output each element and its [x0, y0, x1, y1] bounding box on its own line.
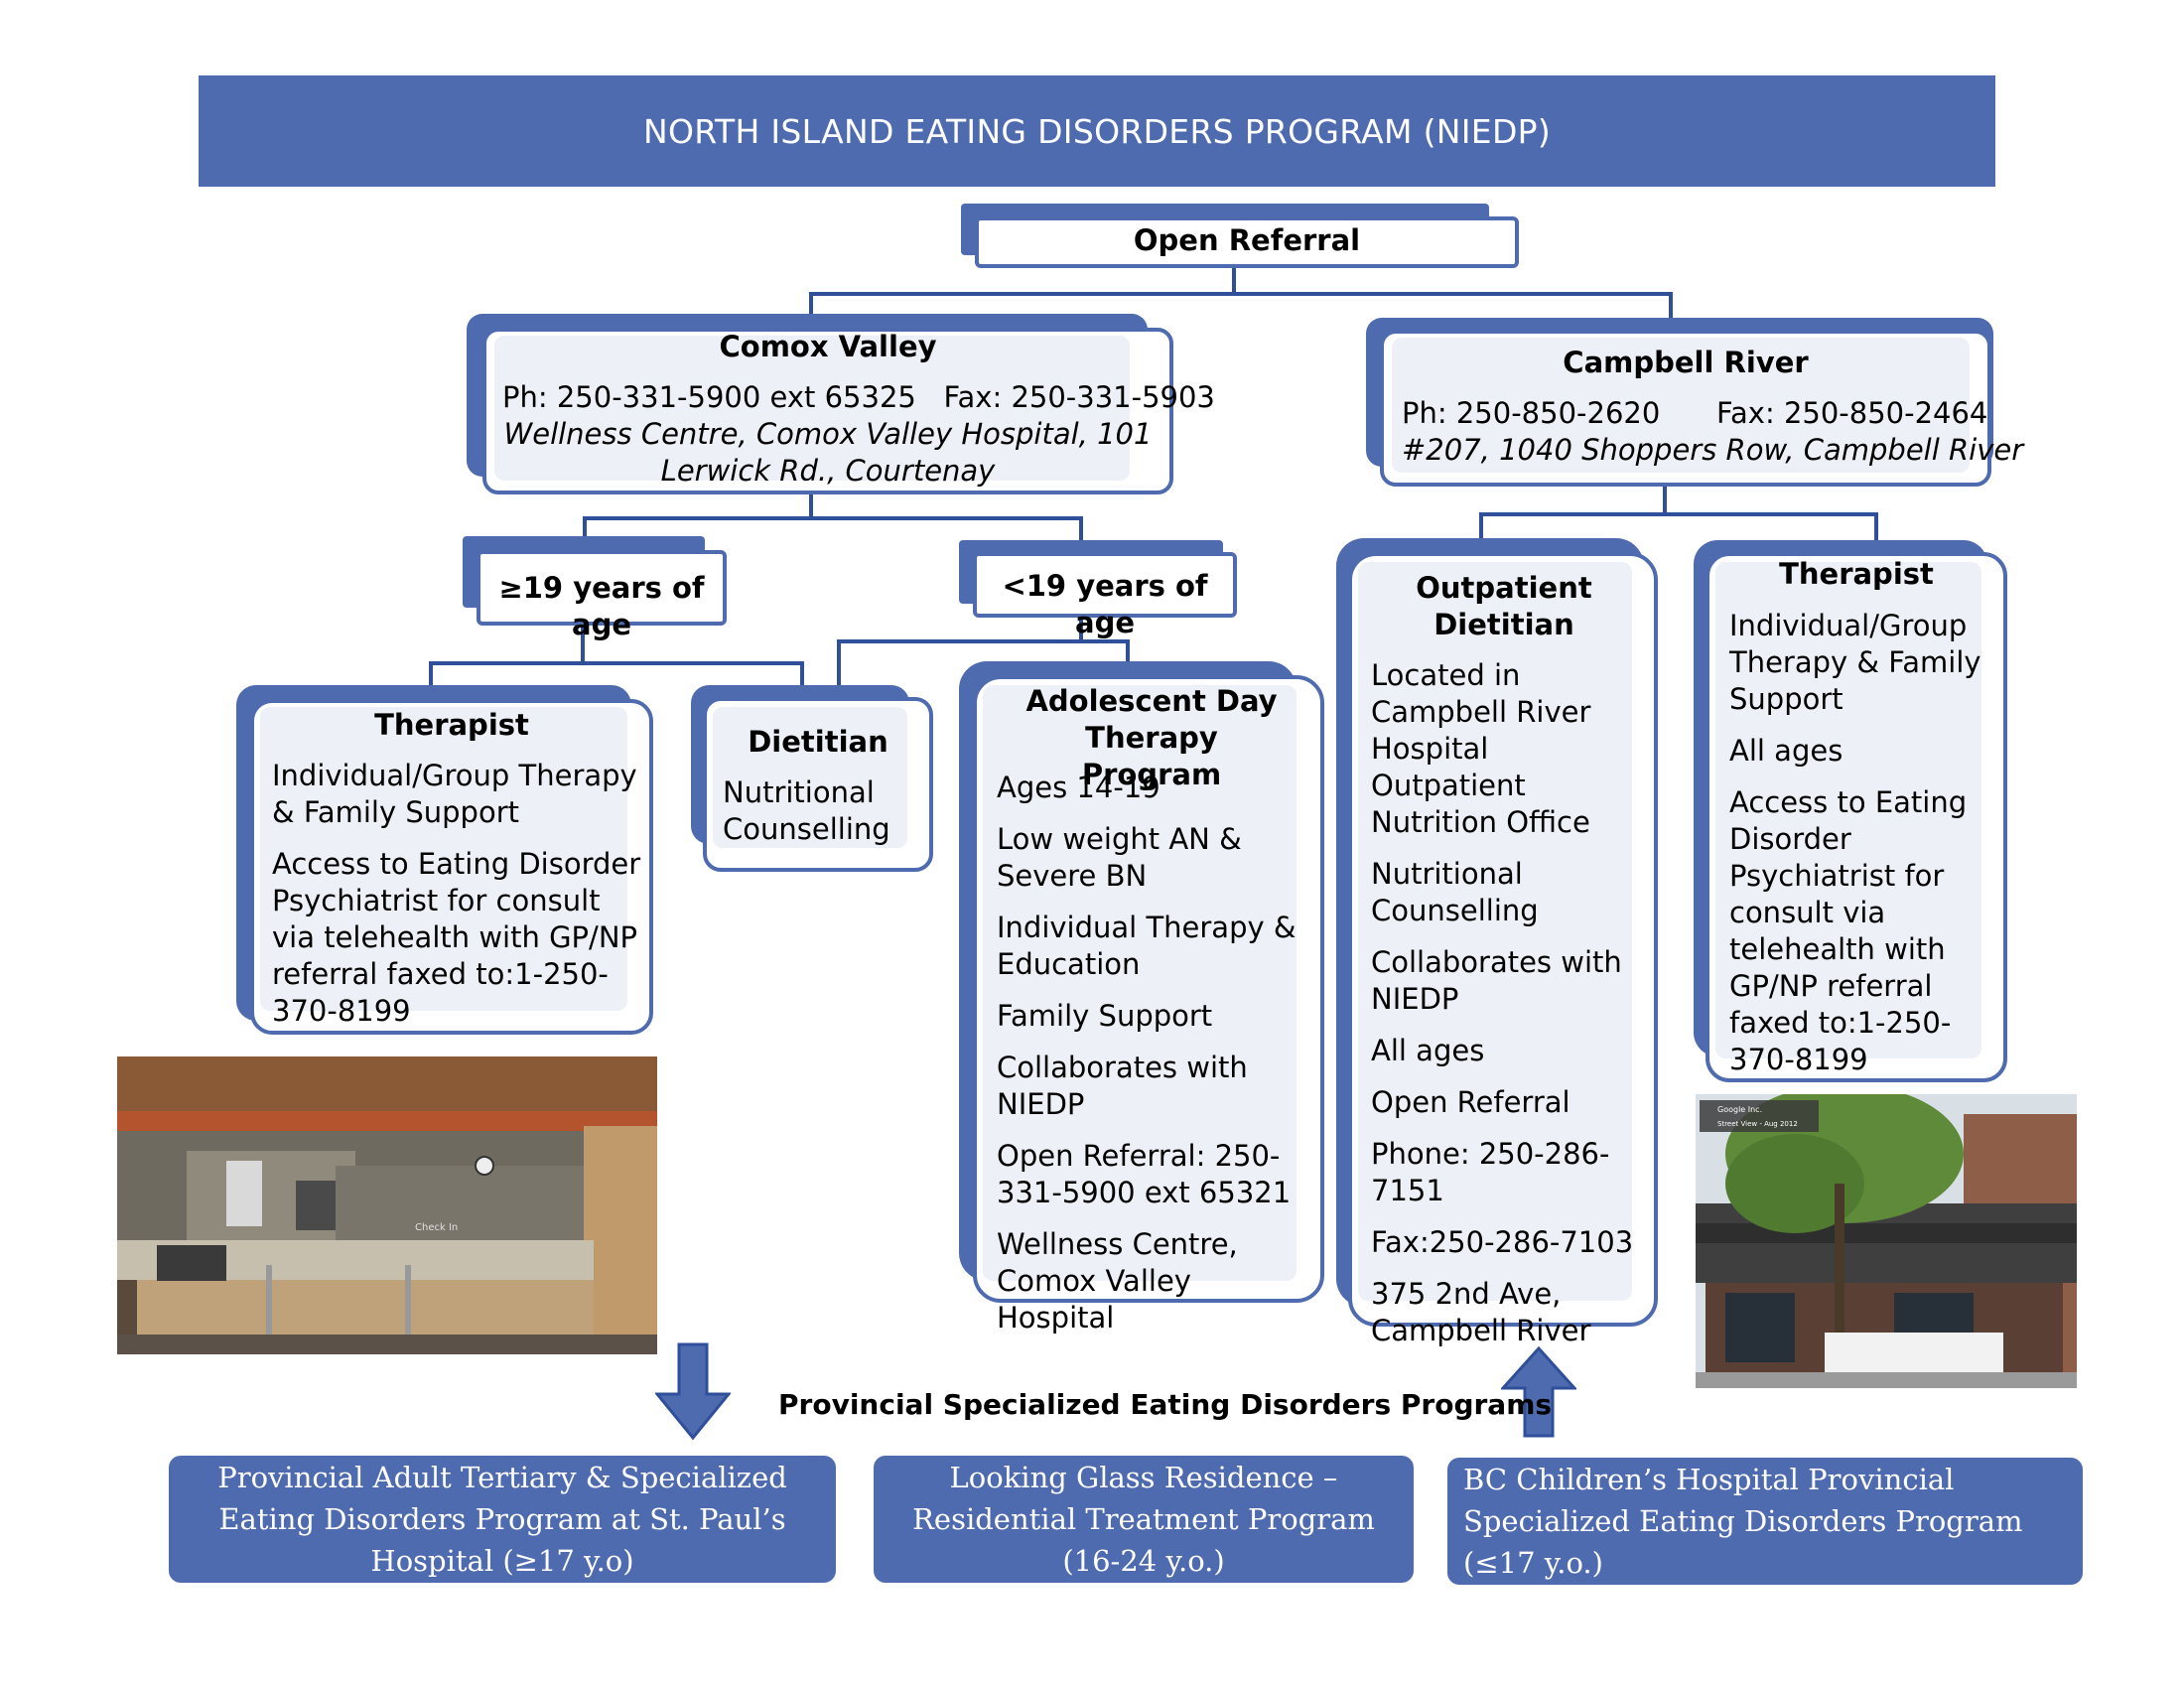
connector — [581, 626, 585, 665]
wellness-centre-photo: Check In — [117, 1056, 657, 1354]
box-fill — [494, 336, 1130, 481]
checkin-sign: Check In — [415, 1222, 458, 1233]
connector — [583, 516, 1083, 520]
adolescent-item: Ages 14-19 — [997, 771, 1160, 804]
adolescent-item: Collaborates with NIEDP — [997, 1051, 1248, 1121]
outpatient-item: Located in Campbell River Hospital Outpa… — [1371, 658, 1591, 839]
street-view-brand: Google Inc. — [1717, 1105, 1762, 1114]
box-fill — [1715, 562, 1981, 1058]
therapist-cr-item: Access to Eating Disorder Psychiatrist f… — [1729, 785, 1968, 1076]
connector — [1479, 512, 1483, 542]
therapist-cr-title: Therapist — [1779, 557, 1934, 591]
box-fill — [1392, 338, 1970, 473]
provincial-program-bc-childrens: BC Children’s Hospital Provincial Specia… — [1447, 1458, 2083, 1585]
wellness-centre-illustration: Check In — [117, 1056, 657, 1354]
campbell-river-street-photo: Google Inc. Street View - Aug 2012 — [1696, 1094, 2077, 1388]
outpatient-dietitian-title: Outpatient Dietitian — [1416, 571, 1592, 641]
dietitian-cv-body: Nutritional Counselling — [723, 775, 890, 846]
connector — [1232, 266, 1236, 292]
age-adult-box — [477, 550, 727, 626]
campbell-river-phone: Ph: 250-850-2620 — [1402, 396, 1661, 430]
connector — [1126, 639, 1130, 663]
arrow-up-icon — [1501, 1346, 1576, 1438]
arrow-down-icon — [655, 1342, 731, 1441]
connector — [809, 292, 1673, 296]
connector — [429, 661, 804, 665]
connector — [800, 661, 804, 691]
therapist-cv-title: Therapist — [374, 708, 529, 742]
comox-valley-address-line1: Wellness Centre, Comox Valley Hospital, … — [503, 417, 1153, 451]
comox-valley-title: Comox Valley — [719, 330, 937, 363]
therapist-cv-body: Individual/Group Therapy & Family Suppor… — [272, 758, 645, 1045]
age-youth-box — [973, 552, 1237, 618]
provincial-program-st-pauls: Provincial Adult Tertiary & Specialized … — [169, 1456, 836, 1583]
campbell-river-fax: Fax: 250-850-2464 — [1716, 396, 1988, 430]
outpatient-item: Collaborates with NIEDP — [1371, 945, 1622, 1016]
open-referral-label: Open Referral — [1133, 223, 1361, 257]
outpatient-dietitian-list: Located in Campbell River Hospital Outpa… — [1371, 657, 1649, 1364]
street-view-caption: Street View - Aug 2012 — [1717, 1120, 1798, 1128]
open-referral-box — [975, 216, 1519, 268]
adolescent-item: Individual Therapy & Education — [997, 911, 1297, 981]
outpatient-item: Open Referral — [1371, 1085, 1570, 1119]
provincial-heading: Provincial Specialized Eating Disorders … — [778, 1388, 1553, 1421]
campbell-river-title: Campbell River — [1563, 346, 1809, 379]
connector — [809, 494, 813, 518]
connector — [1669, 292, 1673, 328]
street-view-illustration: Google Inc. Street View - Aug 2012 — [1696, 1094, 2077, 1388]
therapist-cv-services: Individual/Group Therapy & Family Suppor… — [272, 759, 637, 829]
provincial-program-looking-glass: Looking Glass Residence – Residential Tr… — [874, 1456, 1414, 1583]
comox-valley-phone: Ph: 250-331-5900 ext 65325 Fax: 250-331-… — [502, 380, 1215, 414]
adolescent-item: Family Support — [997, 999, 1213, 1033]
connector — [1079, 618, 1083, 643]
connector — [1874, 512, 1878, 542]
adolescent-item: Open Referral: 250-331-5900 ext 65321 — [997, 1139, 1292, 1209]
outpatient-item: All ages — [1371, 1034, 1485, 1067]
adolescent-item: Low weight AN & Severe BN — [997, 822, 1242, 893]
adolescent-title: Adolescent Day Therapy Program — [1025, 684, 1278, 791]
connector — [1663, 483, 1667, 516]
outpatient-item: Fax:250-286-7103 — [1371, 1225, 1634, 1259]
therapist-cr-item: Individual/Group Therapy & Family Suppor… — [1729, 609, 1981, 716]
box-fill — [983, 685, 1297, 1281]
age-adult-label: ≥19 years of age — [498, 571, 705, 641]
outpatient-item: Phone: 250-286-7151 — [1371, 1137, 1610, 1207]
adolescent-item: Wellness Centre, Comox Valley Hospital — [997, 1227, 1238, 1335]
program-title: NORTH ISLAND EATING DISORDERS PROGRAM (N… — [199, 75, 1995, 187]
outpatient-item: Nutritional Counselling — [1371, 857, 1539, 927]
connector — [583, 516, 587, 548]
connector — [837, 639, 1130, 643]
box-fill — [260, 707, 627, 1011]
outpatient-item: 375 2nd Ave, Campbell River — [1371, 1277, 1591, 1347]
connector — [1479, 512, 1878, 516]
box-fill — [1358, 562, 1632, 1301]
adolescent-list: Ages 14-19 Low weight AN & Severe BN Ind… — [997, 770, 1310, 1351]
connector — [1079, 516, 1083, 542]
dietitian-cv-title: Dietitian — [748, 725, 888, 759]
therapist-cv-psychiatrist: Access to Eating Disorder Psychiatrist f… — [272, 847, 641, 1028]
comox-valley-address-line2: Lerwick Rd., Courtenay — [660, 454, 996, 488]
therapist-cr-list: Individual/Group Therapy & Family Suppor… — [1729, 608, 1989, 1093]
connector — [429, 661, 433, 689]
age-youth-label: <19 years of age — [1002, 569, 1208, 639]
connector — [837, 639, 841, 689]
box-fill — [713, 707, 907, 848]
therapist-cr-item: All ages — [1729, 734, 1843, 768]
campbell-river-address: #207, 1040 Shoppers Row, Campbell River — [1402, 433, 2024, 467]
connector — [809, 292, 813, 320]
